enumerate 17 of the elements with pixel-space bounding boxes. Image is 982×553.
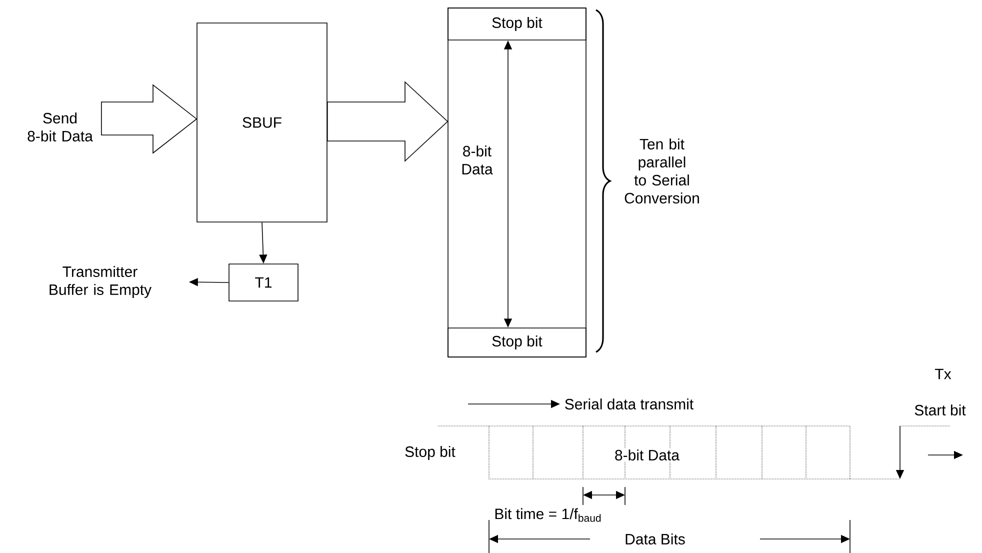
side-label: Ten bit parallel to Serial Conversion	[624, 138, 699, 204]
signal-label: Tx	[935, 368, 952, 380]
block-arrow	[327, 81, 448, 162]
signal-label: Start bit	[914, 404, 966, 416]
block-arrow	[101, 84, 198, 154]
bit-cell: Stop bit	[448, 8, 586, 40]
dimension-label: Bit time = 1/f$_{baud}$	[493, 507, 603, 523]
column-label: 8-bit Data	[462, 145, 493, 174]
bit-label: Stop bit	[405, 446, 456, 460]
bit-cell: Stop bit	[448, 328, 586, 358]
waveform-label: 8-bit Data	[614, 448, 681, 462]
input-label: Send 8-bit Data	[28, 112, 93, 142]
dimension-label: Data Bits	[624, 532, 686, 546]
flag-box: T1	[228, 264, 298, 302]
register-box: SBUF	[196, 22, 328, 222]
status-label: Transmitter Buffer is Empty	[50, 266, 152, 298]
direction-label: Serial data transmit	[565, 398, 694, 410]
